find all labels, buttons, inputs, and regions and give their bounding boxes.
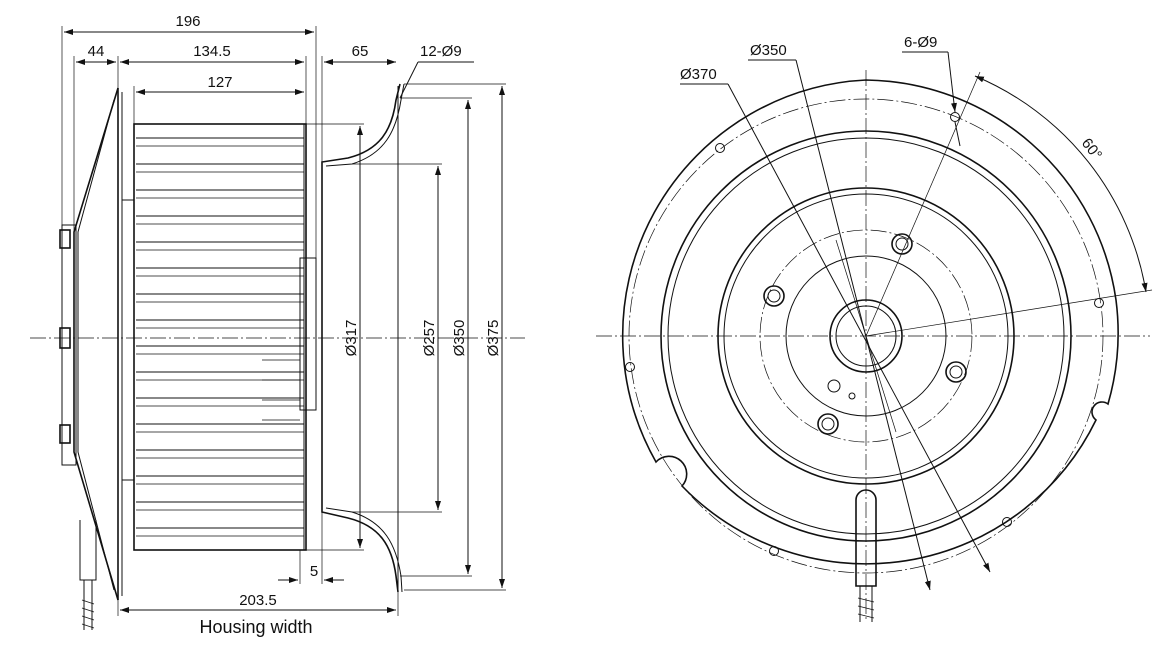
front-dimensions: Ø370 Ø350 6-Ø9 60°	[680, 34, 1153, 591]
dim-196: 196	[175, 13, 200, 30]
inlet-outer-ring	[660, 130, 1072, 542]
side-dimensions: 196 44 134.5 127 65 12-Ø9	[61, 13, 506, 637]
motor-bolts	[763, 233, 967, 435]
motor-housing	[59, 87, 135, 630]
dim-d257: Ø257	[421, 320, 438, 357]
hub	[829, 299, 903, 373]
dim-203-5: 203.5	[239, 592, 277, 609]
dim-5: 5	[310, 563, 318, 580]
dim-134-5: 134.5	[193, 43, 231, 60]
dim-65: 65	[352, 43, 369, 60]
dim-12-holes: 12-Ø9	[420, 43, 462, 60]
wheel-ring	[717, 187, 1015, 485]
dim-60-deg: 60°	[1078, 135, 1105, 163]
dim-d370: Ø370	[680, 66, 717, 83]
dim-127: 127	[207, 74, 232, 91]
dim-d317: Ø317	[343, 320, 360, 357]
dim-44: 44	[88, 43, 105, 60]
dim-d350: Ø350	[451, 320, 468, 357]
dim-d350-front: Ø350	[750, 42, 787, 59]
bolt-circle	[628, 98, 1104, 574]
inlet-ring	[321, 83, 405, 593]
front-cable	[855, 489, 877, 622]
front-view: Ø370 Ø350 6-Ø9 60°	[596, 34, 1153, 622]
housing-width-caption: Housing width	[199, 617, 312, 637]
dim-6-holes: 6-Ø9	[904, 34, 937, 51]
impeller-wheel	[133, 123, 317, 551]
flange-holes	[625, 112, 1104, 556]
side-view: 196 44 134.5 127 65 12-Ø9	[30, 13, 525, 637]
dim-d375: Ø375	[485, 320, 502, 357]
